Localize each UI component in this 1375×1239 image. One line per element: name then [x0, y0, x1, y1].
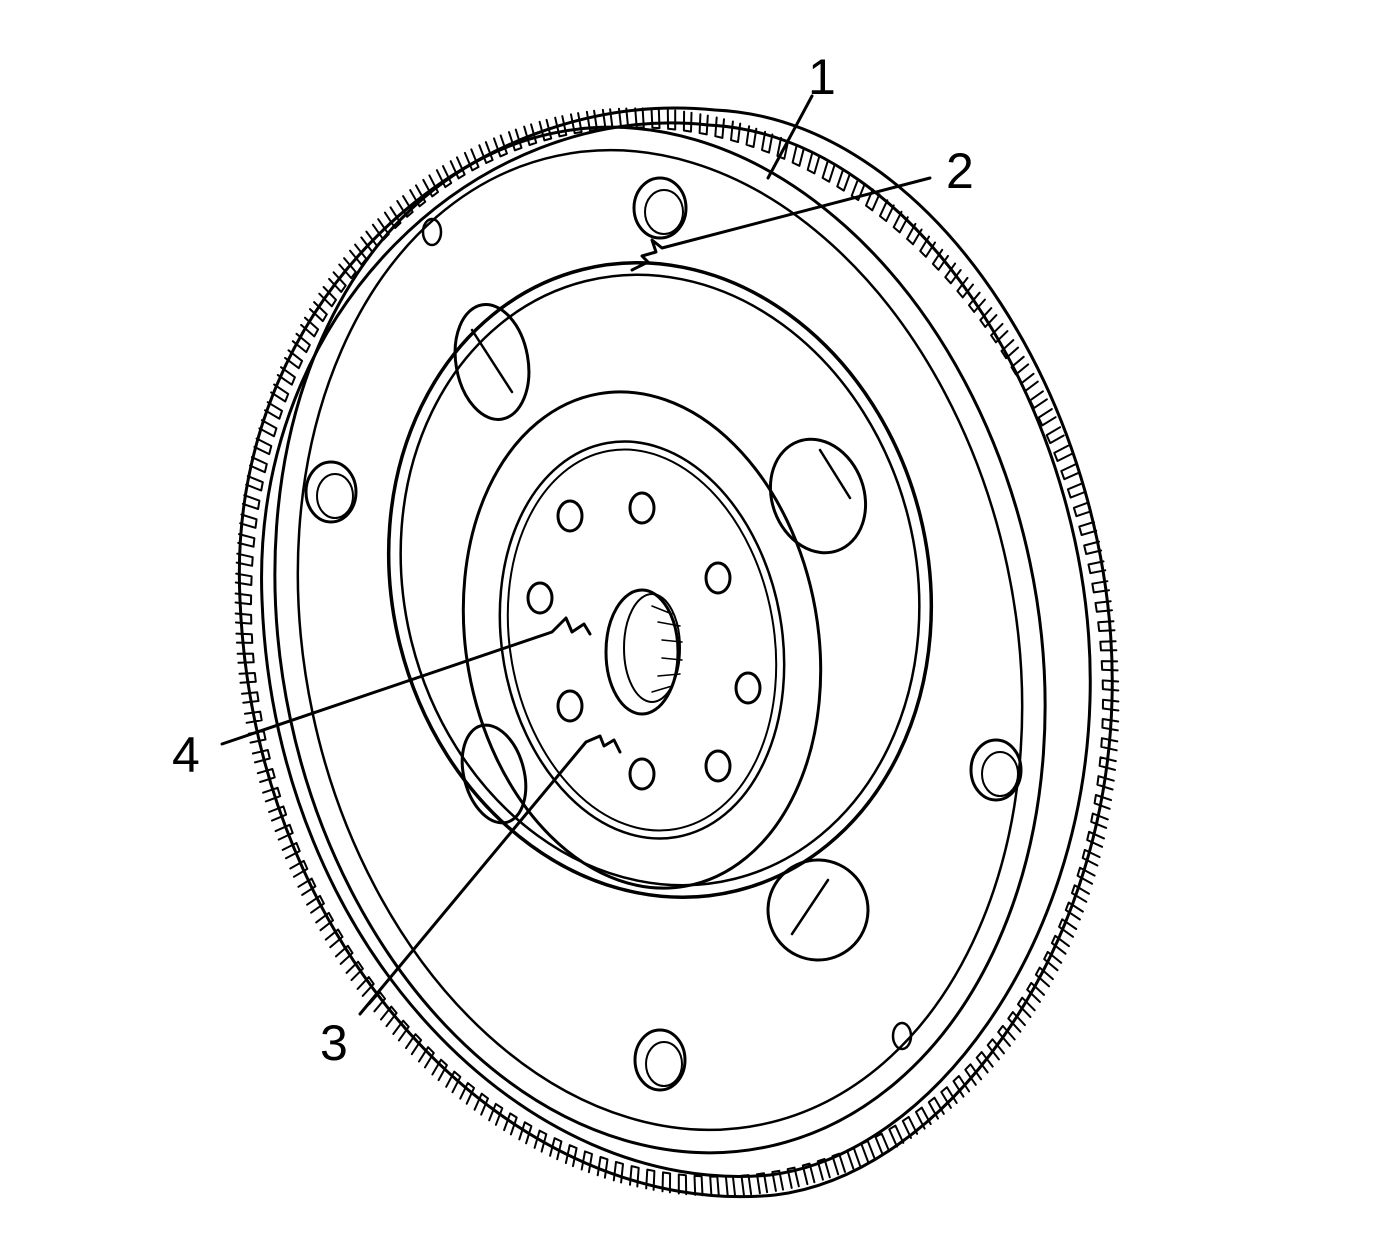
crankshaft-bolt-holes — [526, 491, 762, 791]
callout-4: 4 — [172, 727, 200, 783]
callout-labels: 1 2 3 4 — [172, 49, 974, 1071]
middle-ring — [386, 261, 934, 899]
outer-bolt-holes — [304, 176, 1023, 1092]
callout-3: 3 — [320, 1015, 348, 1071]
hub-ring — [461, 390, 823, 890]
leader-lines — [220, 94, 932, 1016]
splined-center — [604, 588, 683, 716]
callout-2: 2 — [946, 143, 974, 199]
converter-pads — [453, 303, 870, 962]
callout-1: 1 — [808, 49, 836, 105]
